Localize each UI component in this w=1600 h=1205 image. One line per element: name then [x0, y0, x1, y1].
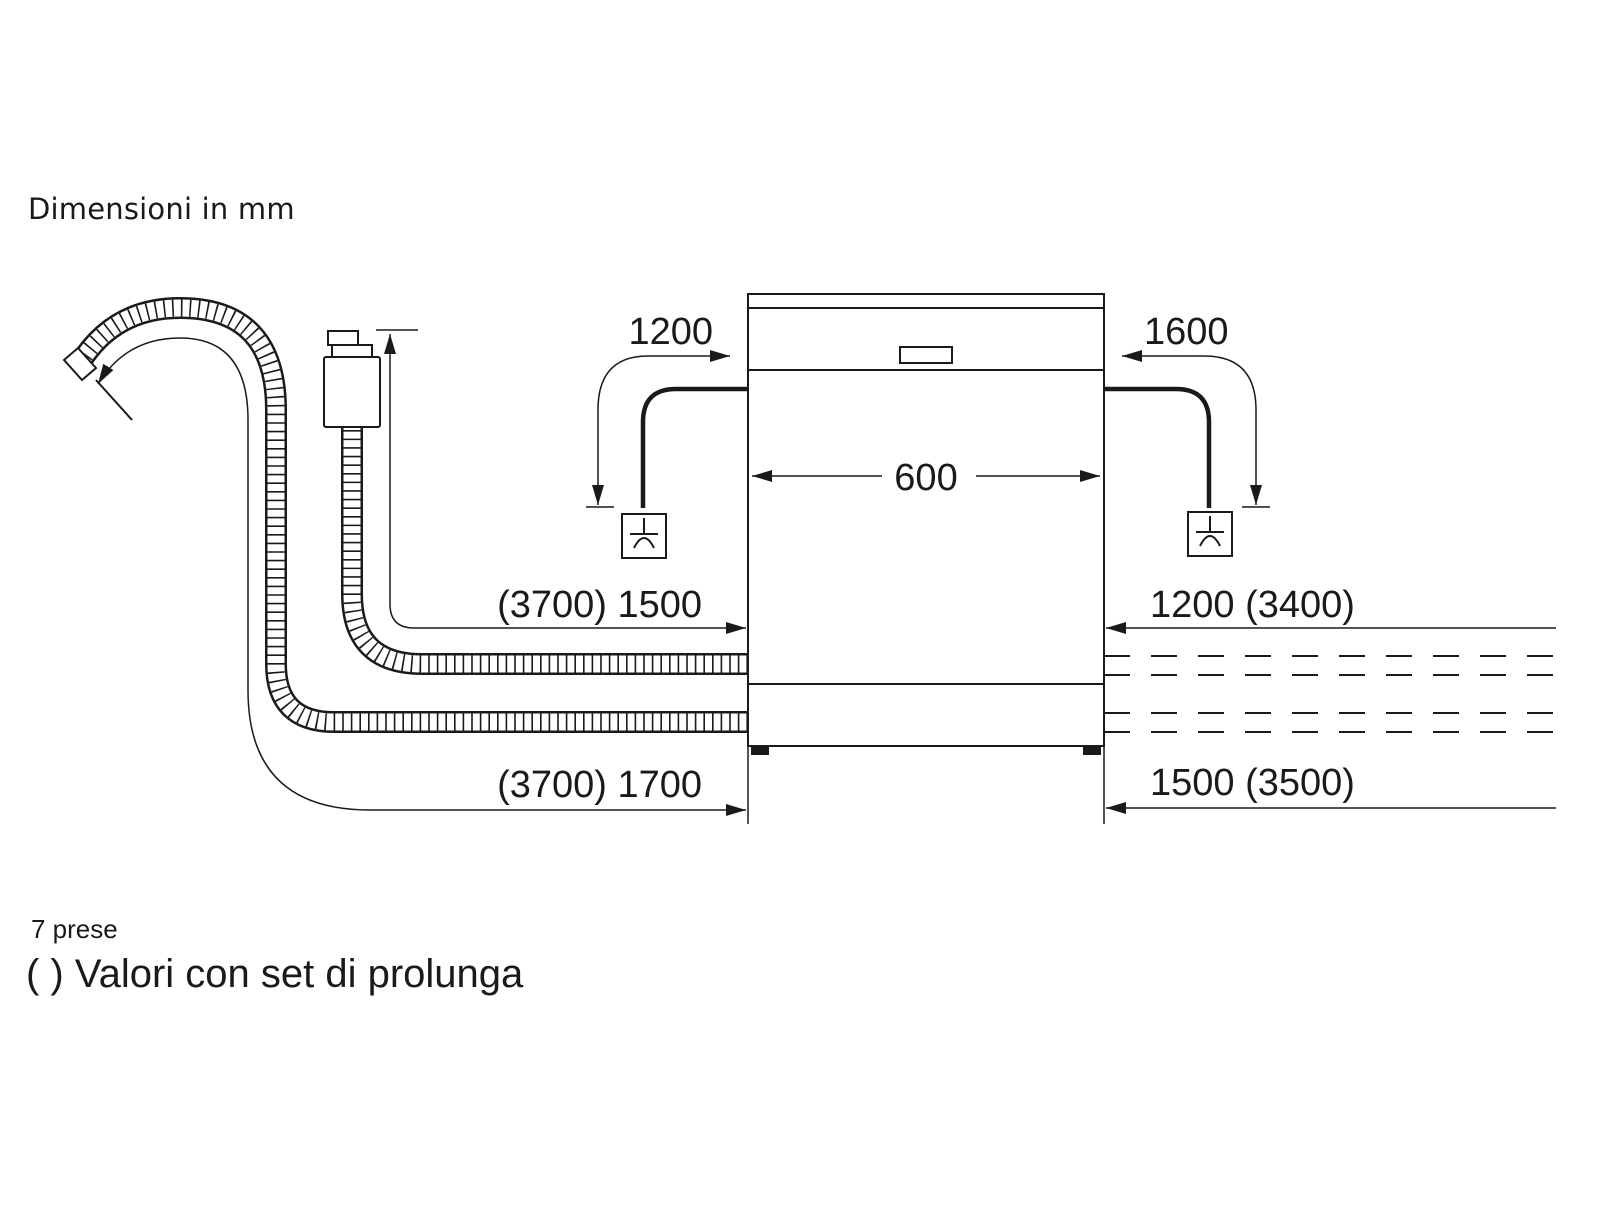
- diagram-title: Dimensioni in mm: [28, 192, 295, 226]
- foot-left: [751, 745, 769, 755]
- hoses-right-dashed: [1104, 655, 1560, 733]
- foot-right: [1083, 745, 1101, 755]
- outlets-note: 7 prese: [31, 914, 118, 944]
- drain-left-dimension: [97, 337, 746, 816]
- power-right-label: 1600: [1144, 311, 1229, 353]
- power-socket-icon: [621, 513, 667, 559]
- inlet-right-label: 1200 (3400): [1150, 584, 1355, 626]
- right-dimensions: [1106, 622, 1556, 814]
- drain-right-label: 1500 (3500): [1150, 762, 1355, 804]
- dishwasher-front: [747, 293, 1105, 755]
- extension-lines: [747, 746, 1105, 824]
- display-icon: [899, 346, 953, 364]
- power-cord-right: [1104, 350, 1270, 508]
- power-cord-left: [586, 350, 748, 508]
- power-socket-icon: [1187, 511, 1233, 557]
- drain-left-label: (3700) 1700: [497, 764, 702, 806]
- power-left-label: 1200: [628, 311, 713, 353]
- water-tap-icon: [323, 330, 381, 428]
- width-label: 600: [894, 457, 957, 499]
- appliance-outline: [747, 293, 1105, 747]
- inlet-left-label: (3700) 1500: [497, 584, 702, 626]
- extension-note: ( ) Valori con set di prolunga: [26, 952, 524, 996]
